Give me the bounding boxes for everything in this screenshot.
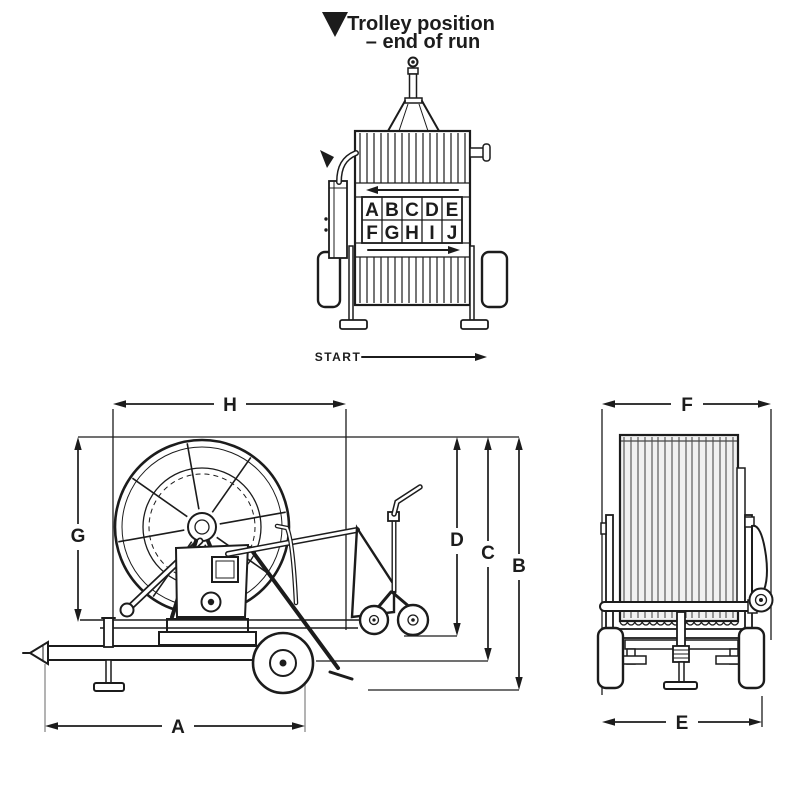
gearbox <box>158 543 257 646</box>
jack-stand <box>93 617 125 692</box>
top-wheel-right <box>480 250 509 309</box>
grid-cell: J <box>447 223 458 244</box>
dim-label-c: C <box>481 543 495 564</box>
dimension-e: E <box>602 713 762 734</box>
grid-cell: B <box>385 200 399 221</box>
hitch-icon <box>28 640 49 666</box>
dim-label-f: F <box>681 395 693 416</box>
reel-drum-top-view: A B C D E F G H I J <box>353 129 472 307</box>
sprinkler-mast <box>387 56 440 132</box>
diagonal-brace <box>248 546 340 670</box>
grid-cell: I <box>429 223 434 244</box>
side-view: H G A D C <box>22 395 526 738</box>
top-wheel-left <box>316 250 342 309</box>
rear-wheel-right <box>737 626 766 690</box>
dimension-g: G <box>71 437 86 622</box>
grid-cell: D <box>425 200 439 221</box>
top-view: Trolley position – end of run <box>315 12 509 364</box>
grid-cell: C <box>405 200 419 221</box>
dimension-d: D <box>450 437 464 636</box>
dimension-h: H <box>113 395 346 416</box>
start-label: START <box>315 350 362 364</box>
title-line-1: Trolley position <box>347 13 495 35</box>
trolley <box>350 484 430 637</box>
rear-view: F E <box>596 395 774 734</box>
guide-pulley <box>747 587 774 614</box>
dim-label-e: E <box>676 713 689 734</box>
dim-label-d: D <box>450 530 464 551</box>
rear-drum <box>618 433 746 626</box>
dim-label-b: B <box>512 556 526 577</box>
grid-cell: H <box>405 223 419 244</box>
rear-wheel-left <box>596 626 625 690</box>
dimension-c: C <box>481 437 495 661</box>
title-line-2: – end of run <box>366 31 480 53</box>
chassis-rail <box>80 619 360 629</box>
dimension-b: B <box>512 437 526 690</box>
inlet-assembly <box>320 150 359 259</box>
cross-bar <box>599 601 754 612</box>
grid-cell: G <box>385 223 400 244</box>
dimension-a: A <box>45 717 305 738</box>
reel-hub <box>187 512 217 542</box>
hose-slot-grid: A B C D E F G H I J <box>361 196 463 244</box>
end-of-run-marker-icon <box>322 12 348 37</box>
support-legs <box>339 245 489 330</box>
dim-label-g: G <box>71 526 86 547</box>
rear-jack-stand <box>663 611 698 690</box>
grid-cell: E <box>446 200 459 221</box>
dimension-f: F <box>602 395 771 416</box>
grid-cell: A <box>365 200 379 221</box>
grid-cell: F <box>366 223 378 244</box>
drawbar <box>22 640 277 666</box>
frame-left <box>605 514 614 634</box>
hose-guide-fin <box>744 516 769 594</box>
dim-label-a: A <box>171 717 185 738</box>
dim-label-h: H <box>223 395 237 416</box>
frame-right <box>744 514 753 634</box>
lever-icon <box>320 150 334 168</box>
stub-axle <box>469 143 491 162</box>
main-wheel <box>251 631 315 695</box>
